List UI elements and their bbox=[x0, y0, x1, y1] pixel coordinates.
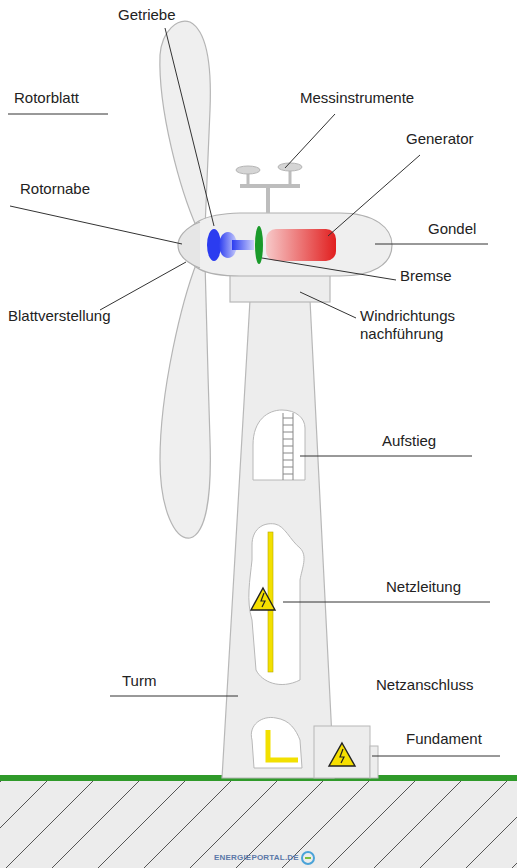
ground-hatch bbox=[0, 780, 517, 868]
warning-sign bbox=[329, 743, 355, 766]
part-name: Windrichtungs nachführung bbox=[360, 307, 478, 343]
part-name: Rotorblatt bbox=[14, 89, 79, 107]
tower bbox=[222, 300, 334, 778]
logo-mark bbox=[302, 852, 314, 864]
wind-vane bbox=[278, 163, 302, 171]
watermark: ENERGIEPORTAL.DE bbox=[214, 853, 299, 863]
leader-lines bbox=[8, 28, 500, 756]
nacelle bbox=[185, 213, 392, 276]
part-name: Netzanschluss bbox=[376, 676, 474, 694]
base-cutout bbox=[251, 717, 302, 768]
part-name: Aufstieg bbox=[382, 432, 436, 450]
grid-cable bbox=[268, 730, 298, 760]
part-name: Turm bbox=[122, 672, 156, 690]
part-name: Getriebe bbox=[118, 6, 176, 24]
generator-body bbox=[266, 229, 336, 261]
cable-cutout bbox=[249, 524, 304, 685]
part-name: Messinstrumente bbox=[300, 89, 414, 107]
rotor-hub bbox=[178, 222, 200, 268]
warning-sign bbox=[251, 588, 275, 610]
part-name: Netzleitung bbox=[386, 578, 461, 596]
part-name: Fundament bbox=[406, 730, 482, 748]
rotor-blade-upper bbox=[160, 21, 210, 228]
gearbox-shaft bbox=[232, 240, 254, 250]
part-name: Generator bbox=[406, 130, 474, 148]
gearbox-part bbox=[207, 229, 221, 261]
part-name: Blattverstellung bbox=[8, 307, 111, 325]
grid-connection-box bbox=[314, 726, 370, 778]
ladder-cutout bbox=[253, 410, 305, 480]
brake-disc bbox=[255, 226, 263, 264]
ground bbox=[0, 780, 517, 868]
anemometer bbox=[236, 166, 260, 174]
part-name: Gondel bbox=[428, 220, 476, 238]
part-name: Rotornabe bbox=[20, 180, 90, 198]
part-name: Bremse bbox=[400, 267, 452, 285]
rotor-blade-lower bbox=[160, 262, 210, 538]
